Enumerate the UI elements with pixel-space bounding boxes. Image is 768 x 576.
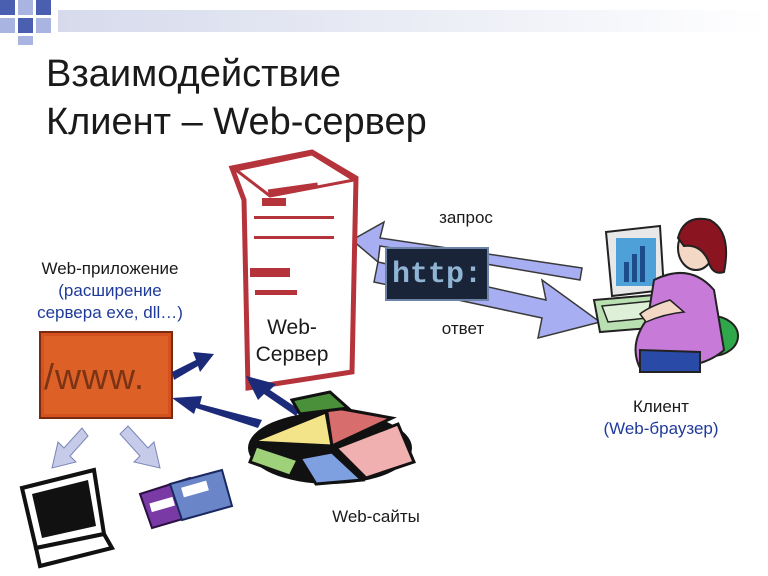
floppy-disks-icon [138, 468, 234, 530]
title-line-1: Взаимодействие [46, 53, 342, 95]
web-app-label: Web-приложение (расширение сервера exe, … [20, 258, 200, 324]
title-line-2: Клиент – Web-сервер [46, 101, 427, 143]
web-sites-label: Web-сайты [332, 507, 420, 526]
www-panel-icon [39, 331, 173, 419]
server-tower-icon [228, 149, 359, 391]
response-label: ответ [441, 319, 485, 338]
www-label: /www. [44, 356, 146, 397]
client-title: Клиент [633, 397, 689, 416]
computer-icon [19, 467, 116, 569]
navy-arrows [172, 352, 300, 428]
client-browser: (Web-браузер) [603, 419, 719, 438]
server-label: Web- Сервер [240, 314, 344, 368]
server-label-line2: Сервер [255, 343, 329, 366]
http-sign-icon [385, 247, 489, 301]
http-label: http: [391, 258, 482, 292]
client-person-icon [592, 217, 739, 373]
client-label: Клиент (Web-браузер) [588, 396, 734, 440]
web-app-title: Web-приложение [41, 259, 179, 278]
header-decoration [0, 0, 768, 45]
web-app-ext-line1: (расширение [58, 281, 162, 300]
pie-chart-icon [248, 390, 417, 486]
server-label-line1: Web- [267, 316, 317, 339]
slide-title: Взаимодействие Клиент – Web-сервер [46, 50, 427, 146]
request-label: запрос [439, 208, 493, 227]
link-arrows [51, 425, 161, 469]
web-app-ext-line2: сервера exe, dll…) [37, 303, 183, 322]
